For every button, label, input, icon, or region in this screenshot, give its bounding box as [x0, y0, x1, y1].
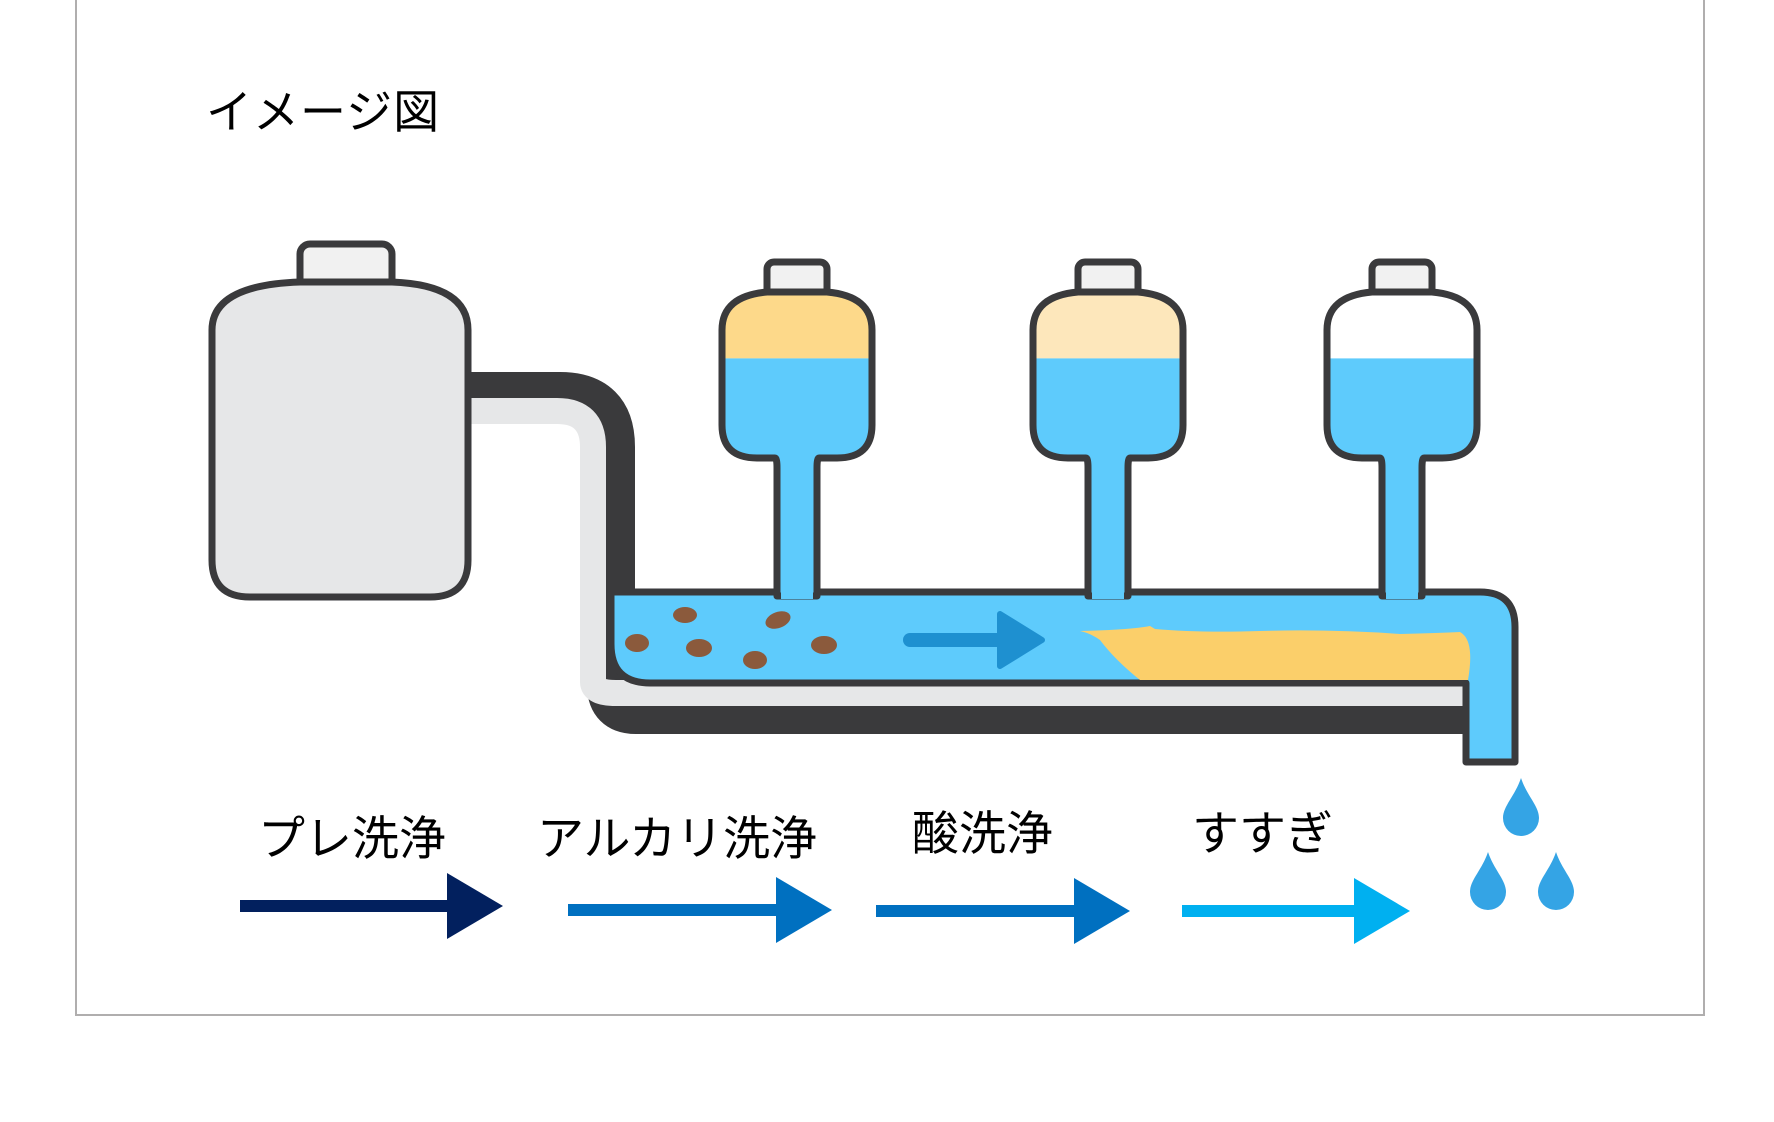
- dirt-particle: [743, 651, 767, 669]
- dirt-particle: [811, 636, 837, 654]
- dirt-particles: [625, 607, 837, 669]
- water-drop-icon: [1538, 852, 1574, 910]
- feed-pipe: [470, 372, 1466, 734]
- step-label-pre-rinse: プレ洗浄: [258, 812, 446, 867]
- step-label-rinse: すすぎ: [1192, 807, 1333, 862]
- dirt-particle: [673, 607, 697, 623]
- step-arrow-icon: [876, 878, 1130, 944]
- dirt-particle: [686, 639, 712, 657]
- bottle-outline: [1029, 288, 1187, 600]
- dirt-particle: [765, 611, 791, 629]
- water-drop-icon: [1503, 778, 1539, 836]
- flow-arrow-icon: [903, 611, 1045, 669]
- step-label-acid: 酸洗浄: [912, 807, 1053, 862]
- water-drop-icon: [1470, 852, 1506, 910]
- sludge-deposit: [1080, 626, 1471, 680]
- bottle-outline: [1323, 288, 1481, 600]
- dirt-particle: [625, 634, 649, 652]
- bottle-headspace: [722, 292, 872, 359]
- bottle-outline: [718, 288, 876, 600]
- step-arrow-icon: [240, 873, 503, 939]
- pre-rinse-tank: [208, 240, 472, 601]
- tank-body: [208, 278, 472, 601]
- diagram-title: イメージ図: [206, 85, 441, 139]
- step-arrow-icon: [568, 877, 832, 943]
- bottle-headspace: [1033, 292, 1183, 359]
- step-arrow-icon: [1182, 878, 1410, 944]
- bottle-headspace: [1327, 292, 1477, 359]
- feed-pipe-inner: [470, 398, 1466, 706]
- step-label-alkali: アルカリ洗浄: [537, 812, 818, 867]
